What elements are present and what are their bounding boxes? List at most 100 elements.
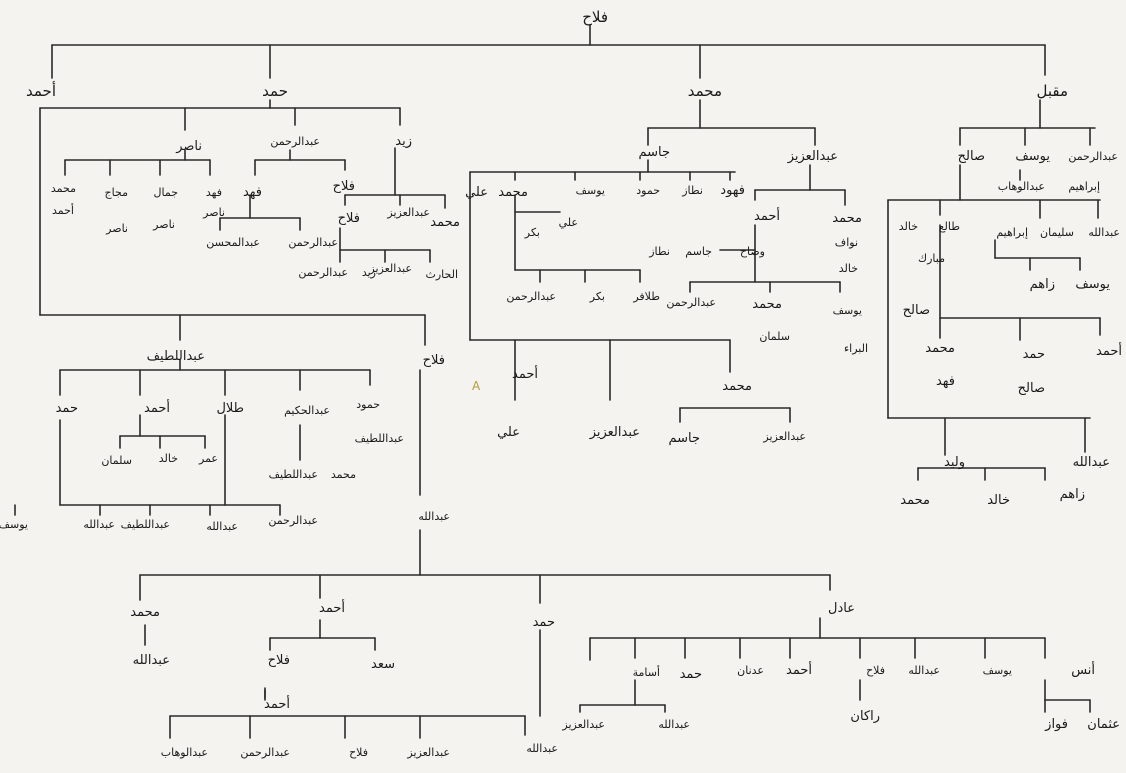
- node: عبدالرحمن: [298, 266, 348, 279]
- name-labels: فلاح مقبل محمد حمد أحمد عبدالرحمن يوسف ص…: [0, 8, 1122, 759]
- node: مبارك: [918, 252, 945, 265]
- node: عبدالعزيز: [368, 262, 412, 275]
- node: عبدالوهاب: [161, 746, 208, 759]
- node: خالد: [899, 220, 918, 233]
- node: صالح: [958, 149, 985, 164]
- node: إبراهيم: [996, 226, 1028, 239]
- node: عدنان: [737, 664, 764, 677]
- node: أحمد: [144, 399, 170, 416]
- node: فهد: [243, 185, 262, 200]
- node: بكر: [589, 290, 605, 303]
- node: عبدالله: [418, 510, 450, 523]
- node: إبراهيم: [1068, 180, 1100, 193]
- node: عبدالله: [526, 742, 558, 755]
- node: علي: [559, 216, 578, 229]
- node: خالد: [159, 452, 178, 465]
- node: أحمد: [786, 661, 812, 678]
- node: راكان: [850, 709, 880, 724]
- node: عادل: [828, 601, 855, 616]
- node: عبدالرحمن: [240, 746, 290, 759]
- node: عبداللطيف: [269, 468, 318, 481]
- node: محمد: [331, 468, 356, 481]
- node: خالد: [839, 262, 858, 275]
- node: سليمان: [1040, 226, 1074, 239]
- node: أسامة: [633, 665, 660, 679]
- node-gen1: مقبل: [1036, 82, 1068, 100]
- node: محمد: [130, 605, 160, 620]
- node: أحمد: [264, 695, 290, 712]
- node: وليد: [944, 455, 965, 470]
- node: حمد: [56, 401, 78, 416]
- node: بكر: [524, 226, 540, 239]
- node: يوسف: [833, 304, 862, 317]
- node: عبداللطيف: [147, 349, 205, 364]
- node: خالد: [987, 493, 1010, 508]
- node: نواف: [835, 236, 858, 249]
- node: عبداللطيف: [121, 518, 170, 531]
- node: عبدالرحمن: [270, 135, 320, 148]
- node: محمد: [900, 493, 930, 508]
- node: محمد: [752, 297, 782, 312]
- node: حمود: [636, 184, 660, 197]
- node: عثمان: [1087, 717, 1120, 732]
- node: فواز: [1044, 717, 1068, 732]
- node: محمد: [51, 182, 76, 195]
- node: عبدالله: [908, 664, 940, 677]
- node: عبداللطيف: [355, 432, 404, 445]
- node: عمر: [198, 452, 218, 465]
- node: فلاح: [268, 653, 290, 668]
- connector-lines: [14, 24, 1101, 739]
- node: حمود: [356, 398, 380, 411]
- node: أحمد: [1096, 342, 1122, 359]
- node-gen1: محمد: [688, 82, 722, 100]
- node: يوسف: [576, 184, 605, 197]
- node: حمد: [1023, 347, 1045, 362]
- node: فلاح: [338, 211, 360, 226]
- node: جمال: [153, 186, 178, 199]
- node: عبدالرحمن: [666, 296, 716, 309]
- node: يوسف: [1015, 149, 1050, 164]
- node: فلاح: [423, 353, 445, 368]
- node: طلال: [216, 401, 244, 416]
- node: سلمان: [101, 454, 132, 467]
- node: نطاز: [648, 245, 670, 258]
- node: صالح: [1018, 381, 1045, 396]
- node: عبدالله: [1073, 455, 1110, 470]
- node: عبدالله: [83, 518, 115, 531]
- node: عبدالعزيز: [762, 430, 806, 443]
- node: عبدالعزيز: [406, 746, 450, 759]
- node: البراء: [844, 342, 868, 355]
- node: عبدالوهاب: [998, 180, 1045, 193]
- node-gen1: أحمد: [26, 81, 56, 100]
- node: عبدالله: [206, 520, 238, 533]
- node: حمد: [533, 615, 555, 630]
- node: عبدالعزيز: [589, 425, 640, 440]
- node: ناصر: [105, 222, 128, 235]
- node-root: فلاح: [582, 8, 608, 26]
- node: وضاح: [740, 245, 765, 258]
- node: عبدالرحمن: [268, 514, 318, 527]
- node: يوسف: [1075, 277, 1110, 292]
- node: عبدالعزيز: [787, 149, 838, 164]
- node: عبدالرحمن: [506, 290, 556, 303]
- node: جاسم: [668, 431, 700, 446]
- node: أنس: [1071, 661, 1095, 678]
- node: عبدالعزيز: [386, 206, 430, 219]
- node: أحمد: [754, 207, 780, 224]
- node: فهود: [720, 183, 745, 198]
- node: ناصر: [152, 218, 175, 231]
- node: جاسم: [685, 245, 712, 258]
- node: عبدالرحمن: [288, 236, 338, 249]
- node: يوسف: [983, 664, 1012, 677]
- node: عبدالرحمن: [1068, 150, 1118, 163]
- node-gen1: حمد: [262, 82, 288, 100]
- node: عبدالمحسن: [206, 236, 260, 249]
- node: أحمد: [52, 203, 74, 217]
- node: ناصر: [202, 206, 225, 219]
- node: عبدالحكيم: [284, 404, 330, 417]
- node: فلاح: [349, 746, 368, 759]
- node: طلافر: [632, 290, 660, 303]
- node: نطاز: [681, 184, 703, 197]
- node: مجاج: [105, 186, 129, 199]
